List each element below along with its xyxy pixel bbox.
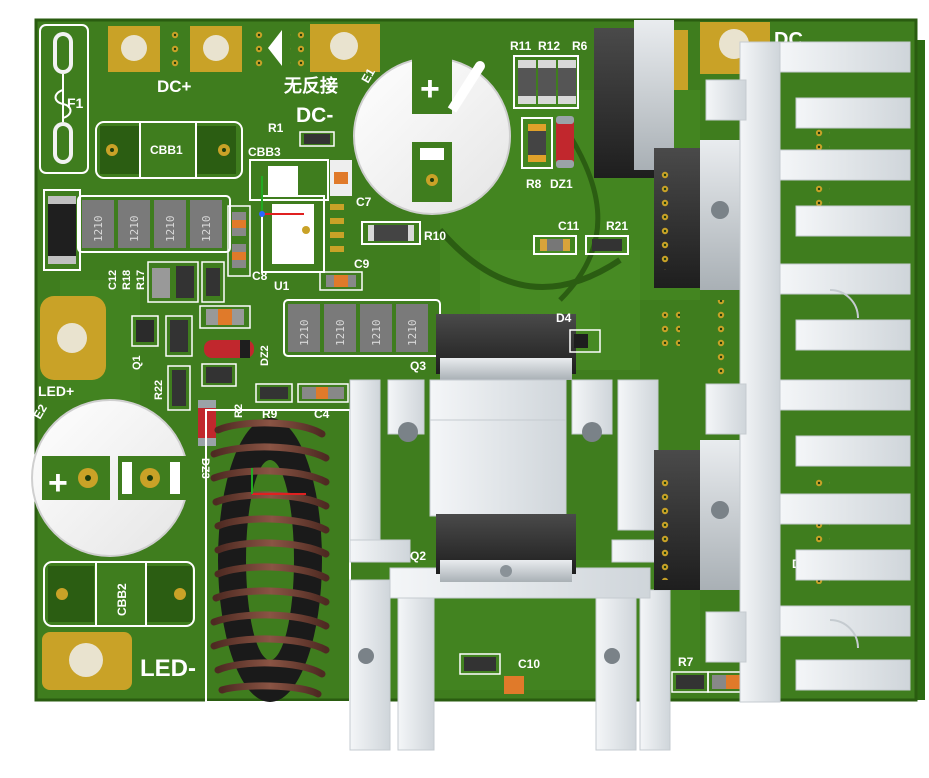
c12-label: C12 xyxy=(107,270,119,290)
q2-label: Q2 xyxy=(410,549,426,563)
d4-label: D4 xyxy=(556,311,572,325)
e2-label: E2 xyxy=(30,402,50,422)
smd-group-left: C12 R18 R17 Q1 R22 DZ2 R2 R9 C4 DZ3 xyxy=(107,261,349,479)
e2-plus-sign: + xyxy=(48,464,68,502)
resistor-r10: R10 xyxy=(361,221,446,245)
u1-label: U1 xyxy=(274,279,290,293)
e1-label: E1 xyxy=(358,66,378,86)
cbb1-label: CBB1 xyxy=(150,143,183,157)
dz1-label: DZ1 xyxy=(550,177,573,191)
c7-label: C7 xyxy=(356,195,372,209)
capacitor-cbb2: CBB2 xyxy=(43,561,195,627)
r18-label: R18 xyxy=(121,270,133,290)
cbb3-label: CBB3 xyxy=(248,145,281,159)
led-plus-terminal: LED+ xyxy=(38,296,106,399)
heatsink-right xyxy=(705,41,911,703)
r21-label: R21 xyxy=(606,219,628,233)
capacitor-e1: + E1 xyxy=(353,56,511,215)
fuse-f1: F1 xyxy=(39,24,89,174)
r22-label: R22 xyxy=(153,380,165,400)
resistor-bank-mid: 1210 1210 1210 1210 xyxy=(283,299,441,357)
res-top-3: 1210 xyxy=(164,216,177,243)
c11-r21: C11 R21 xyxy=(533,219,629,255)
q3-label: Q3 xyxy=(410,359,426,373)
r1-label: R1 xyxy=(268,121,284,135)
capacitor-e2: + E2 xyxy=(30,399,190,557)
f1-label: F1 xyxy=(67,95,84,111)
resistors-r11-r12-r6: R11 R12 R6 xyxy=(510,39,588,109)
dc-plus-label: DC+ xyxy=(157,77,192,96)
r6-label: R6 xyxy=(572,39,588,53)
u1-region: R1 CBB3 C7 U1 C9 xyxy=(248,121,372,293)
res-mid-2: 1210 xyxy=(334,320,347,347)
c11-label: C11 xyxy=(558,219,580,233)
e1-plus-sign: + xyxy=(420,70,440,108)
c9-label: C9 xyxy=(354,257,370,271)
capacitor-c10: C10 xyxy=(459,653,540,694)
res-top-4: 1210 xyxy=(200,216,213,243)
toroid-inductor xyxy=(205,409,351,703)
capacitor-cbb1: CBB1 xyxy=(95,121,243,179)
r8-dz1: R8 DZ1 xyxy=(521,116,574,191)
res-mid-1: 1210 xyxy=(298,320,311,347)
right-power-stage: DC D1 xyxy=(594,20,830,590)
res-top-2: 1210 xyxy=(128,216,141,243)
no-reverse-label: 无反接 xyxy=(284,75,338,97)
r10-label: R10 xyxy=(424,229,446,243)
led-minus-terminal: LED- xyxy=(42,632,196,690)
r12-label: R12 xyxy=(538,39,560,53)
c10-label: C10 xyxy=(518,657,540,671)
dc-plus-terminals: DC+ xyxy=(108,26,282,96)
mosfet-q3: Q3 D4 xyxy=(410,311,601,380)
res-mid-3: 1210 xyxy=(370,320,383,347)
dc-minus-terminal: 无反接 DC- xyxy=(284,24,380,127)
dz2-label: DZ2 xyxy=(259,345,271,366)
led-minus-label: LED- xyxy=(140,655,196,682)
dc-minus-label: DC- xyxy=(296,104,333,127)
led-plus-label: LED+ xyxy=(38,383,74,399)
cbb2-label: CBB2 xyxy=(115,583,129,616)
q1-label: Q1 xyxy=(131,355,143,370)
r17-label: R17 xyxy=(135,270,147,290)
res-top-1: 1210 xyxy=(92,216,105,243)
r7-label: R7 xyxy=(678,655,694,669)
mosfet-q2: Q2 xyxy=(410,514,576,582)
r8-label: R8 xyxy=(526,177,542,191)
c8-label: C8 xyxy=(252,269,268,283)
r11-label: R11 xyxy=(510,39,532,53)
res-mid-4: 1210 xyxy=(406,320,419,347)
resistor-bank-top: 1210 1210 1210 1210 C8 xyxy=(43,189,268,283)
